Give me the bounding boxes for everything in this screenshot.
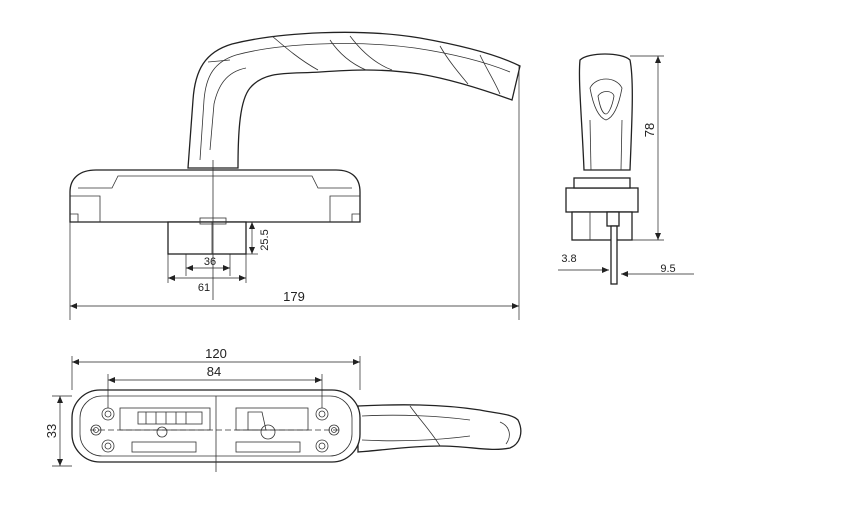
spindle-block [167,221,247,255]
top-lever [357,404,522,453]
side-spindle [610,225,618,285]
front-base [69,169,361,223]
side-base [565,187,639,213]
dim-side-right: 9.5 [660,263,675,275]
handle-lever [187,31,521,169]
dim-spindle-inner: 36 [204,256,216,268]
dim-side-height: 78 [642,123,657,137]
top-view: 120 84 33 [44,346,522,472]
dim-hole-spacing: 84 [207,364,221,379]
side-handle [578,53,633,171]
front-view: 25.5 36 61 179 [69,31,521,320]
dim-overall-length: 179 [283,289,305,304]
dim-base-width: 33 [44,424,59,438]
dim-spindle-height: 25.5 [259,229,271,250]
side-view: 78 3.8 9.5 [558,53,694,285]
dim-side-left: 3.8 [561,253,576,265]
dim-base-length: 120 [205,346,227,361]
dim-spindle-outer: 61 [198,282,210,294]
